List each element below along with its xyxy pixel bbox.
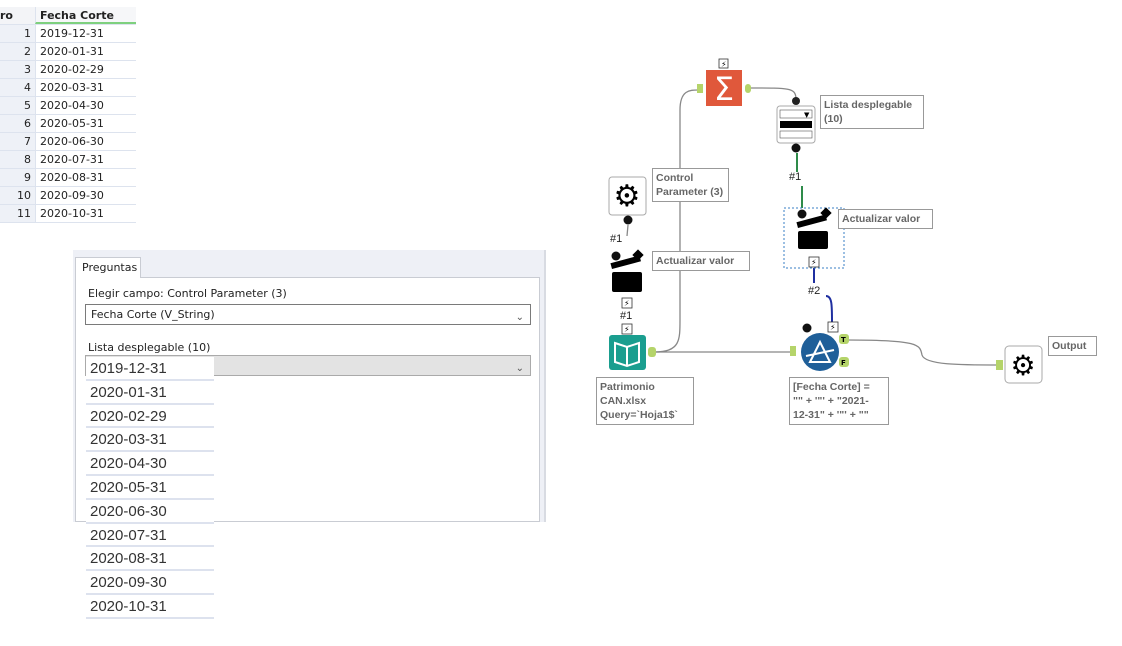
row-number: 11 xyxy=(0,205,35,222)
connection-tag: #1 xyxy=(789,171,802,183)
dropdown-option[interactable]: 2020-01-31 xyxy=(86,380,214,405)
cell-fecha-corte[interactable]: 2020-03-31 xyxy=(35,79,136,96)
filter-label-2: "" + '"' + "2021- xyxy=(793,395,869,407)
chevron-down-icon: ⌄ xyxy=(515,363,524,374)
input-label-2: CAN.xlsx xyxy=(600,395,647,407)
connection-control-update1 xyxy=(626,224,629,237)
svg-text:⚙: ⚙ xyxy=(1010,349,1035,382)
svg-text:⚡: ⚡ xyxy=(624,325,630,334)
connection-tag: #1 xyxy=(620,310,633,322)
input-label-3: Query=`Hoja1$` xyxy=(600,409,678,421)
svg-text:⚡: ⚡ xyxy=(624,299,630,308)
svg-text:⚡: ⚡ xyxy=(721,60,727,69)
dropdown-option[interactable]: 2020-05-31 xyxy=(86,475,214,500)
svg-text:⚡: ⚡ xyxy=(811,258,817,267)
cell-fecha-corte[interactable]: 2019-12-31 xyxy=(35,25,136,42)
column-header-fecha-corte[interactable]: Fecha Corte xyxy=(35,7,136,24)
field-select[interactable]: Fecha Corte (V_String) ⌄ xyxy=(85,304,531,325)
row-number: 8 xyxy=(0,151,35,168)
connection-tag: #1 xyxy=(610,233,623,245)
output-annotation: Output xyxy=(1048,336,1097,356)
svg-text:⚙: ⚙ xyxy=(614,179,641,214)
tab-preguntas[interactable]: Preguntas xyxy=(75,257,141,278)
dropdown-option[interactable]: 2020-07-31 xyxy=(86,523,214,548)
dropdown-tool[interactable]: ▼ xyxy=(776,97,816,153)
update-value-2-annotation: Actualizar valor xyxy=(838,209,933,229)
filter-tool[interactable]: ⚡ T F xyxy=(790,321,849,371)
svg-text:Σ: Σ xyxy=(714,70,734,108)
row-number: 2 xyxy=(0,43,35,60)
input-annotation: Patrimonio CAN.xlsx Query=`Hoja1$` xyxy=(596,377,694,425)
dropdown-option[interactable]: 2020-10-31 xyxy=(86,594,214,619)
cell-fecha-corte[interactable]: 2020-02-29 xyxy=(35,61,136,78)
connection-summarize-dropdown xyxy=(749,87,797,99)
field1-label: Elegir campo: Control Parameter (3) xyxy=(88,287,287,300)
update-value-tool-2[interactable]: ⚡ xyxy=(783,207,845,269)
macro-output-tool[interactable]: ⚙ xyxy=(996,345,1043,384)
dropdown-option[interactable]: 2020-09-30 xyxy=(86,571,214,595)
control-parameter-tool[interactable]: ⚙ xyxy=(608,176,647,225)
svg-text:▼: ▼ xyxy=(804,111,810,119)
field2-label: Lista desplegable (10) xyxy=(88,341,211,354)
connection-filter-output xyxy=(847,339,1001,366)
input-label-1: Patrimonio xyxy=(600,381,655,393)
grid-header: ro Fecha Corte xyxy=(0,7,136,25)
dropdown-option[interactable]: 2020-03-31 xyxy=(86,428,214,453)
cell-fecha-corte[interactable]: 2020-05-31 xyxy=(35,115,136,132)
dropdown-option[interactable]: 2020-04-30 xyxy=(86,452,214,476)
filter-label-1: [Fecha Corte] = xyxy=(793,381,870,393)
cell-fecha-corte[interactable]: 2020-04-30 xyxy=(35,97,136,114)
cell-fecha-corte[interactable]: 2020-07-31 xyxy=(35,151,136,168)
svg-text:⚡: ⚡ xyxy=(830,323,836,332)
dropdown-option[interactable]: 2020-02-29 xyxy=(86,404,214,429)
connection-input-summarize xyxy=(654,89,699,353)
row-number: 3 xyxy=(0,61,35,78)
svg-text:T: T xyxy=(841,336,846,344)
filter-annotation: [Fecha Corte] = "" + '"' + "2021- 12-31"… xyxy=(789,377,889,425)
update-value-tool-1[interactable]: ⚡ ⚡ xyxy=(610,249,644,335)
row-number: 5 xyxy=(0,97,35,114)
field-select-value: Fecha Corte (V_String) xyxy=(91,308,215,321)
dropdown-option[interactable]: 2019-12-31 xyxy=(86,357,214,381)
svg-text:F: F xyxy=(841,359,846,367)
chevron-down-icon: ⌄ xyxy=(515,312,524,323)
control-parameter-annotation: Control Parameter (3) xyxy=(652,168,729,202)
dropdown-annotation: Lista desplegable (10) xyxy=(820,95,924,129)
row-number: 9 xyxy=(0,169,35,186)
summarize-tool[interactable]: ⚡ Σ xyxy=(697,58,751,108)
row-number: 1 xyxy=(0,25,35,42)
row-number: 6 xyxy=(0,115,35,132)
row-number: 4 xyxy=(0,79,35,96)
dropdown-option[interactable]: 2020-08-31 xyxy=(86,547,214,572)
cell-fecha-corte[interactable]: 2020-06-30 xyxy=(35,133,136,150)
row-number: 10 xyxy=(0,187,35,204)
cell-fecha-corte[interactable]: 2020-09-30 xyxy=(35,187,136,204)
filter-label-3: 12-31" + '"' + "" xyxy=(793,409,869,421)
dropdown-option[interactable]: 2020-06-30 xyxy=(86,499,214,524)
column-header-record[interactable]: ro xyxy=(0,7,35,24)
input-data-tool[interactable] xyxy=(609,335,656,370)
cell-fecha-corte[interactable]: 2020-01-31 xyxy=(35,43,136,60)
update-value-1-annotation: Actualizar valor xyxy=(652,251,750,271)
cell-fecha-corte[interactable]: 2020-10-31 xyxy=(35,205,136,222)
connection-tag: #2 xyxy=(808,285,821,297)
cell-fecha-corte[interactable]: 2020-08-31 xyxy=(35,169,136,186)
row-number: 7 xyxy=(0,133,35,150)
